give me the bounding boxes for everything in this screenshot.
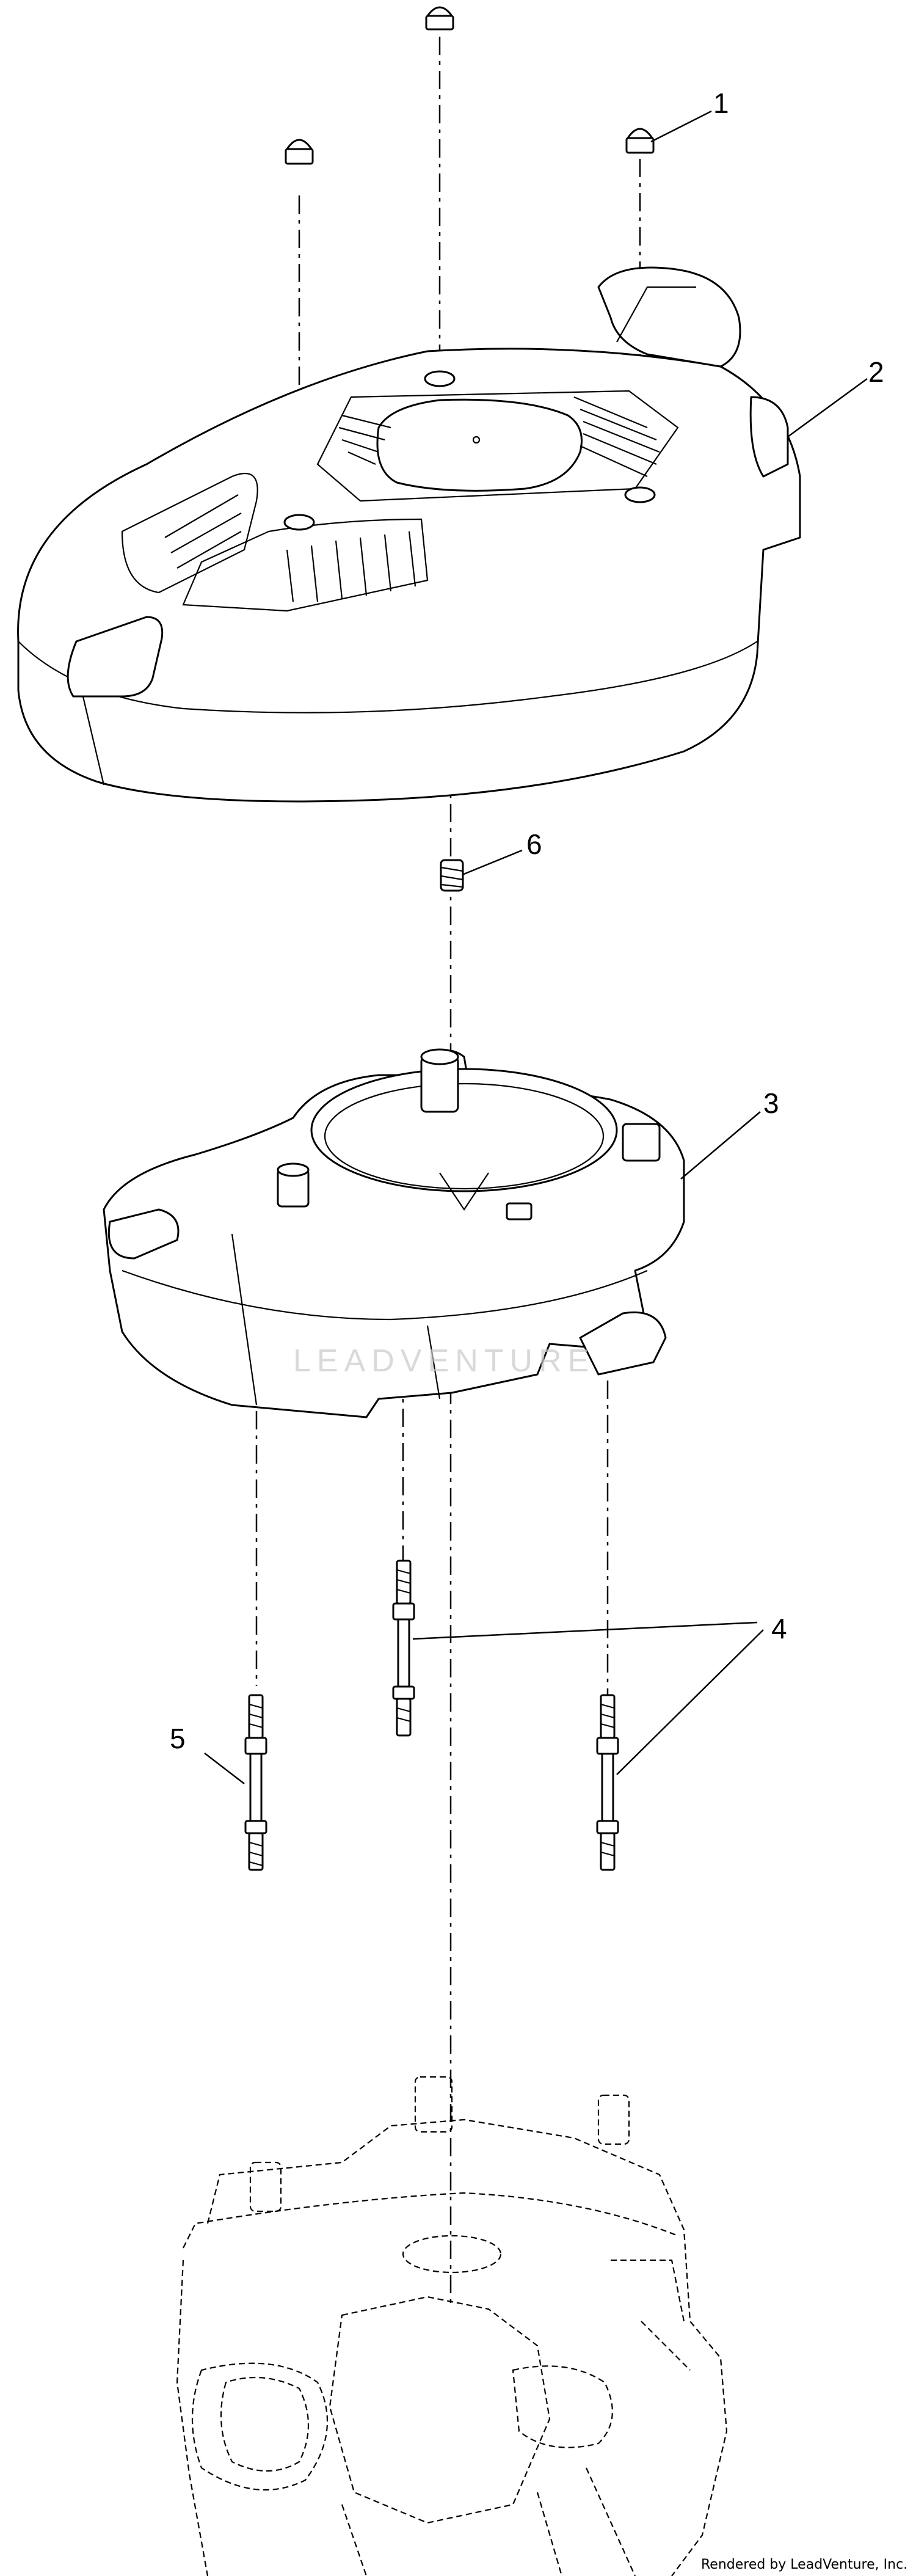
callout-6: 6 bbox=[526, 828, 542, 860]
stud-right bbox=[596, 1694, 619, 1871]
stud-center bbox=[392, 1560, 415, 1737]
acorn-nut-center bbox=[425, 6, 454, 31]
callout-1: 1 bbox=[713, 87, 729, 119]
credit-text: Rendered by LeadVenture, Inc. bbox=[701, 2557, 907, 2572]
watermark: LEADVENTURE bbox=[293, 1343, 595, 1379]
flywheel-shroud bbox=[103, 1048, 685, 1418]
callout-4: 4 bbox=[771, 1613, 787, 1644]
acorn-nut-right bbox=[625, 128, 655, 154]
blower-housing-cover bbox=[17, 266, 801, 803]
acorn-nut-left bbox=[285, 139, 314, 165]
stud-left bbox=[244, 1694, 267, 1871]
callout-2: 2 bbox=[868, 356, 884, 388]
leader-lines bbox=[204, 110, 868, 1784]
spring bbox=[440, 859, 464, 892]
callout-5: 5 bbox=[170, 1723, 186, 1754]
engine-block bbox=[176, 2076, 728, 2576]
callouts: 1 2 6 3 4 5 bbox=[170, 87, 884, 1754]
callout-3: 3 bbox=[763, 1087, 779, 1119]
